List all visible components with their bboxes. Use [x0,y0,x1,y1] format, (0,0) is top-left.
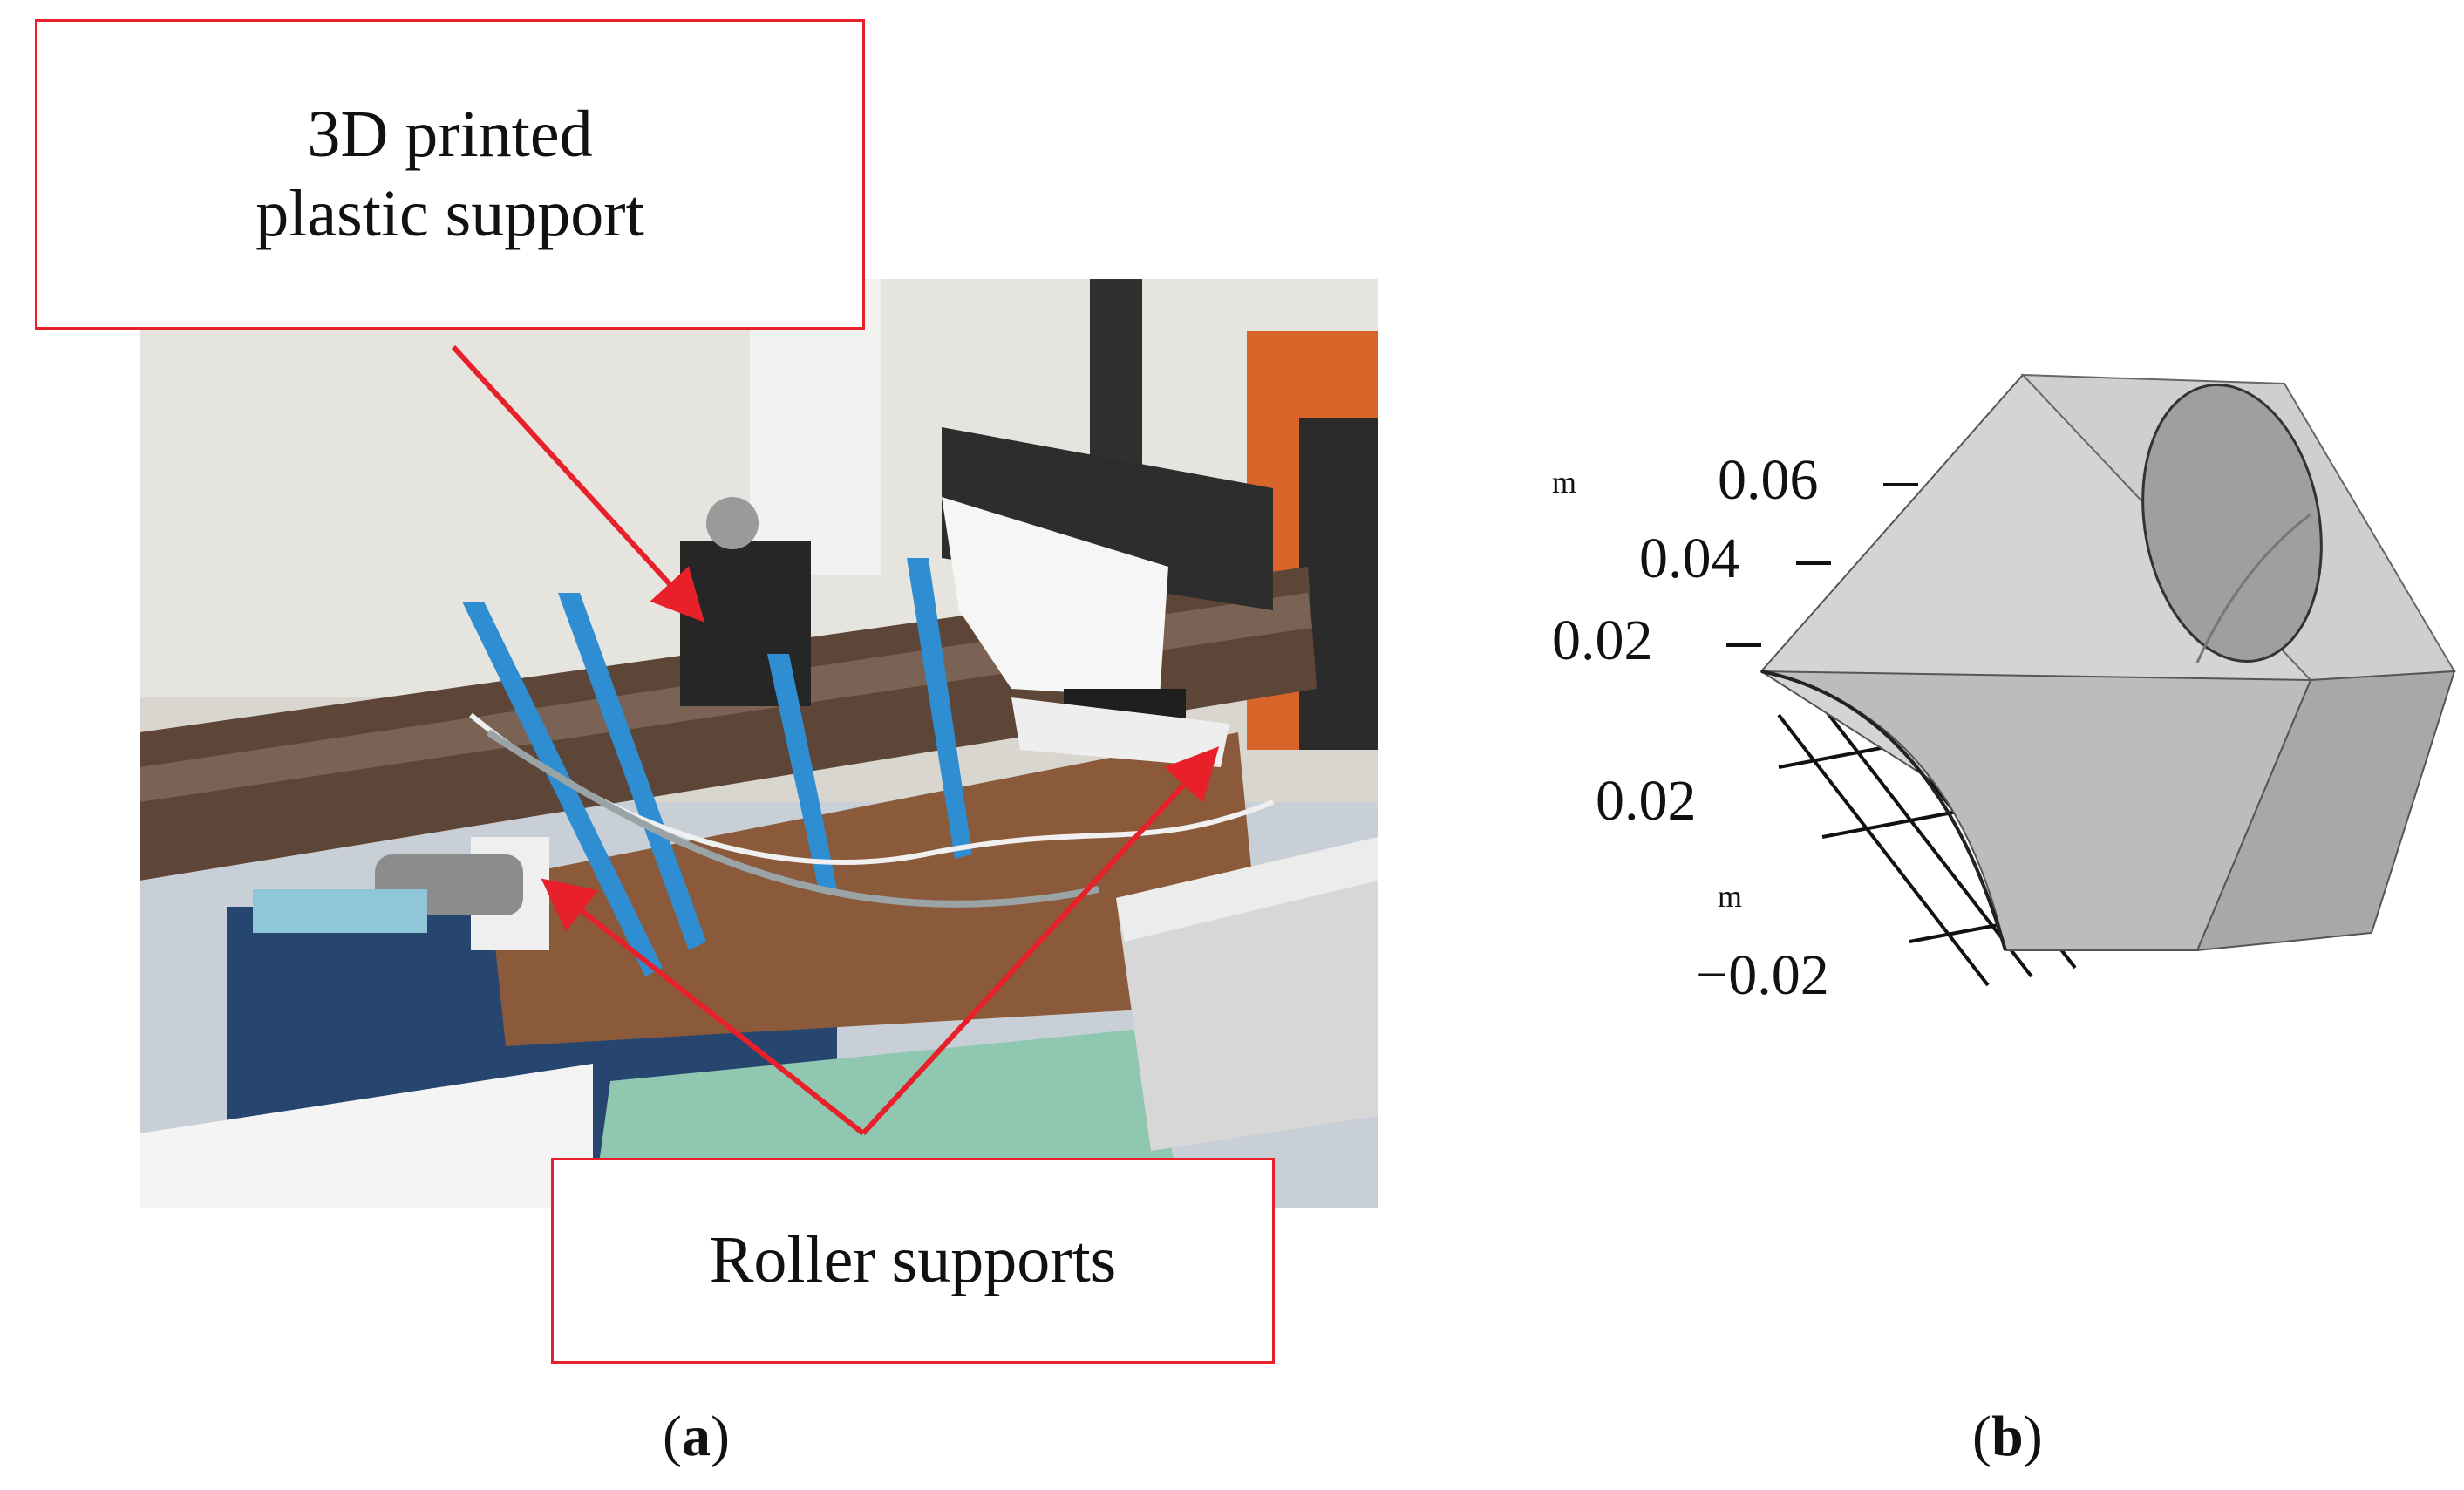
callout-bottom-text: Roller supports [709,1223,1117,1297]
blue-probe-1 [462,602,663,976]
axis-ticks [1726,483,1918,647]
callout-top-line1: 3D printed [307,97,593,171]
callout-top-line2: plastic support [255,177,644,250]
z-tick-0: 0.06 [1718,448,1819,512]
x-tick: −0.02 [1696,943,1829,1007]
cad-model-plot: m 0.06 0.04 0.02 0.02 m −0.02 [1552,373,2456,1007]
panel-label-a: (a) [663,1405,730,1468]
z-tick-2: 0.02 [1552,609,1653,672]
callout-3d-printed-support: 3D printed plastic support [35,19,865,330]
panel-b-letter: b [1991,1405,2024,1468]
white-3d-support [942,497,1168,697]
test-rig-illustration [140,279,1378,1208]
panel-label-b: (b) [1972,1405,2043,1468]
threaded-rod [1090,279,1142,488]
blue-probe-2 [558,593,706,950]
panel-a-letter: a [681,1405,711,1468]
blue-probe-3 [767,654,837,894]
y-tick: 0.02 [1596,769,1697,833]
test-rig-photo [140,279,1378,1208]
model-bore-hole [2141,383,2323,663]
z-tick-1: 0.04 [1639,527,1740,590]
callout-roller-supports: Roller supports [551,1158,1275,1364]
z-axis-unit: m [1552,465,1576,500]
y-axis-unit: m [1718,879,1742,914]
